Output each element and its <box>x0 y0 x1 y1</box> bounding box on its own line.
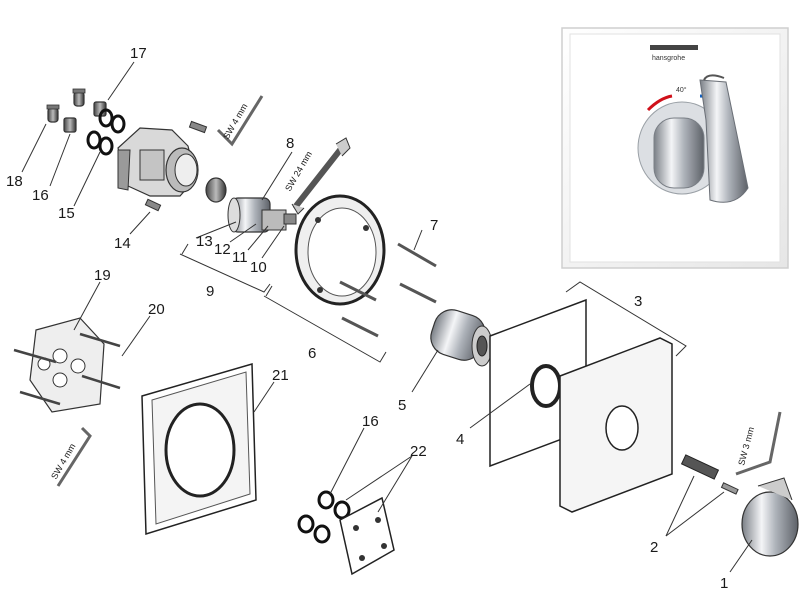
callout-14: 14 <box>114 235 131 252</box>
part-21-frame <box>141 363 257 536</box>
leader-lines <box>21 61 753 573</box>
part-1-handle <box>741 477 799 557</box>
callout-5: 5 <box>398 397 406 414</box>
callout-2: 2 <box>650 539 658 556</box>
part-6-round-plate <box>294 194 386 306</box>
callout-1: 1 <box>720 575 728 592</box>
callout-numbers: 17 18 16 15 14 8 13 12 11 10 9 6 7 5 4 3… <box>6 45 728 592</box>
callout-18: 18 <box>6 173 23 190</box>
hex-key-sw-4-top: SW 4 mm <box>216 95 264 147</box>
hex-key-sw-3: SW 3 mm <box>735 411 782 476</box>
callout-11: 11 <box>232 249 248 266</box>
hex-key-sw-4-bottom: SW 4 mm <box>49 426 92 487</box>
callout-15: 15 <box>58 205 75 222</box>
part-18-plugs <box>46 88 86 123</box>
callout-3: 3 <box>634 293 642 310</box>
callout-12: 12 <box>214 241 231 258</box>
part-15-o-rings <box>86 108 126 156</box>
part-19-mounting-frame <box>29 317 105 413</box>
part-3-front-plate <box>559 337 673 513</box>
callout-16-top: 16 <box>32 187 49 204</box>
part-22-gasket-plate <box>339 496 395 576</box>
callout-9: 9 <box>206 283 214 300</box>
svg-text:SW 3 mm: SW 3 mm <box>736 426 756 467</box>
callout-16-bottom: 16 <box>362 413 379 430</box>
part-20-screws <box>13 332 121 406</box>
temperature-mark: 40° <box>676 86 687 94</box>
svg-text:hansgrohe: hansgrohe <box>652 55 685 62</box>
callout-22: 22 <box>410 443 427 460</box>
callout-10: 10 <box>250 259 267 276</box>
callout-6: 6 <box>308 345 316 362</box>
part-16-seals <box>297 490 351 544</box>
part-2-spindle <box>680 454 739 495</box>
mounting-screw <box>188 120 208 134</box>
part-5-extension <box>430 309 493 367</box>
callout-8: 8 <box>286 135 294 152</box>
thermostat-handle <box>637 74 749 203</box>
callout-19: 19 <box>94 267 111 284</box>
part-7-screws <box>339 242 437 338</box>
product-photo: hansgrohe 40° <box>561 27 789 269</box>
callout-4: 4 <box>456 431 464 448</box>
callout-7: 7 <box>430 217 438 234</box>
hot-indicator <box>646 94 673 112</box>
callout-20: 20 <box>148 301 165 318</box>
callout-17: 17 <box>130 45 147 62</box>
brand-logo: hansgrohe <box>650 45 698 62</box>
part-14-screw <box>144 198 162 212</box>
cartridge-parts <box>205 177 297 233</box>
callout-21: 21 <box>272 367 289 384</box>
valve-body-housing <box>117 127 199 197</box>
callout-13: 13 <box>196 233 213 250</box>
